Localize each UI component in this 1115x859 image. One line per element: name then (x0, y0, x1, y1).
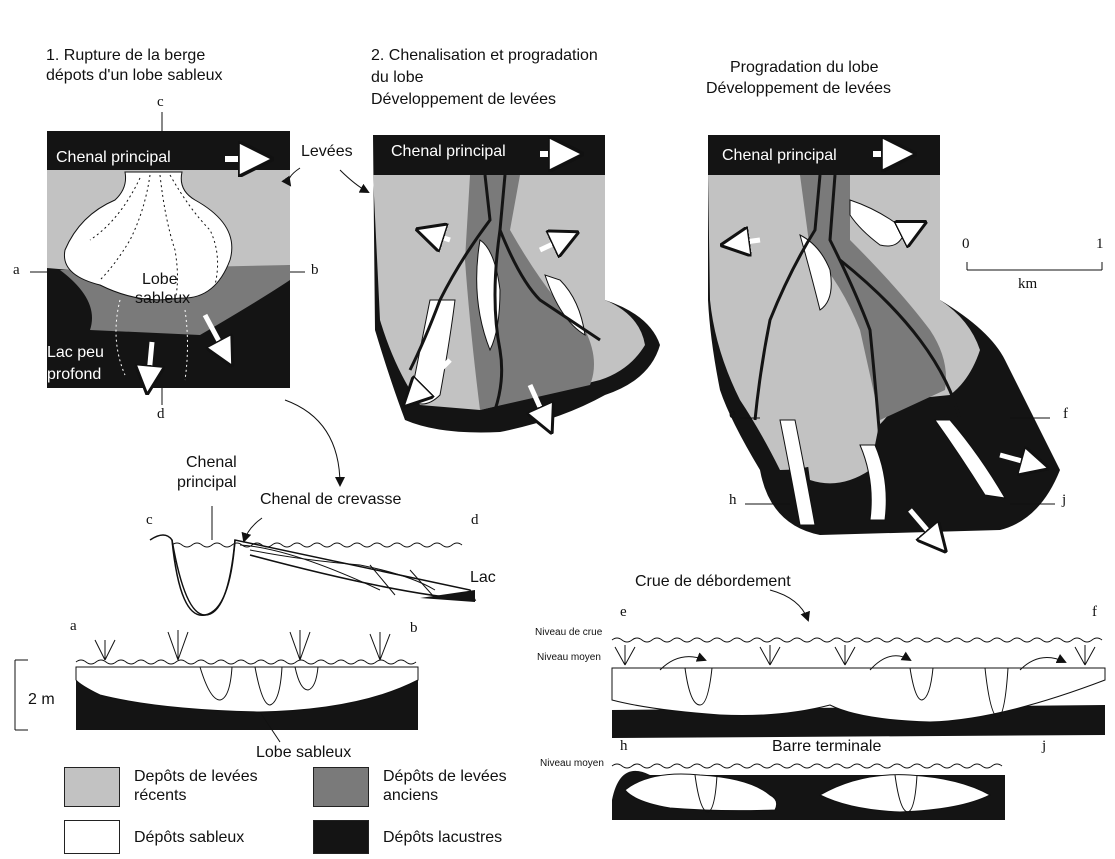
section-ab (15, 630, 418, 742)
section-cd-chenal-principal-line2: principal (177, 473, 237, 492)
panel1-title-line1: 1. Rupture de la berge (46, 46, 205, 65)
section-cd-chenal-principal-line1: Chenal (186, 453, 237, 472)
section-hj-letter-j: j (1042, 738, 1046, 755)
panel3-map (708, 135, 1060, 545)
section-ef-niveau-crue: Niveau de crue (535, 627, 602, 639)
section-hj-niveau-moyen: Niveau moyen (540, 758, 604, 770)
legend-item-recent-levees: Depôts de levées récents (64, 767, 258, 807)
panel1-title-line2: dépots d'un lobe sableux (46, 66, 223, 85)
section-ab-letter-a: a (70, 618, 77, 635)
section-ef-crue-label: Crue de débordement (635, 572, 791, 591)
section-letter-e-map: e (729, 406, 736, 423)
section-cd-letter-c: c (146, 512, 153, 529)
legend-recent-line1: Depôts de levées (134, 767, 258, 786)
section-cd-lac-label: Lac (470, 568, 496, 587)
legend-swatch-old-levees (313, 767, 369, 807)
legend-item-old-levees: Dépôts de levées anciens (313, 767, 507, 807)
section-ef-letter-f: f (1092, 604, 1097, 621)
panel1-lobe-label-line2: sableux (135, 289, 190, 308)
panel2-map (373, 135, 660, 433)
legend-old-line2: anciens (383, 786, 507, 805)
section-ab-lobe-label: Lobe sableux (256, 743, 351, 762)
section-ef (612, 590, 1105, 738)
section-letter-a-map: a (13, 262, 20, 279)
section-cd-letter-d: d (471, 512, 479, 529)
legend-swatch-lacustrine (313, 820, 369, 854)
section-ab-height-label: 2 m (28, 690, 55, 709)
panel3-title-line2: Développement de levées (706, 79, 891, 98)
panel1-lobe-label-line1: Lobe (142, 270, 178, 289)
panel1-lake-label-line2: profond (47, 365, 101, 384)
section-hj (612, 764, 1005, 820)
panel2-title-line1: 2. Chenalisation et progradation (371, 46, 598, 65)
section-ef-letter-e: e (620, 604, 627, 621)
panel2-title-line3: Développement de levées (371, 90, 556, 109)
section-hj-letter-h: h (620, 738, 628, 755)
scale-bar (967, 262, 1102, 270)
section-letter-h-map: h (729, 492, 737, 509)
legend-sand-line1: Dépôts sableux (134, 828, 244, 847)
legend-swatch-sand (64, 820, 120, 854)
section-ef-niveau-moyen: Niveau moyen (537, 652, 601, 664)
panel1-channel-label: Chenal principal (56, 148, 171, 167)
scale-unit: km (1018, 276, 1037, 293)
legend-lacustrine-line1: Dépôts lacustres (383, 828, 502, 847)
panel1-lake-label-line1: Lac peu (47, 343, 104, 362)
legend-item-lacustrine: Dépôts lacustres (313, 820, 502, 854)
scale-one: 1 (1096, 236, 1104, 253)
legend-recent-line2: récents (134, 786, 258, 805)
section-hj-barre-label: Barre terminale (772, 737, 881, 756)
scale-zero: 0 (962, 236, 970, 253)
section-cd-crevasse-label: Chenal de crevasse (260, 490, 401, 509)
section-letter-f-map: f (1063, 406, 1068, 423)
panel2-channel-label: Chenal principal (391, 142, 506, 161)
panel3-channel-label: Chenal principal (722, 146, 837, 165)
panel2-title-line2: du lobe (371, 68, 424, 87)
section-letter-b-map: b (311, 262, 319, 279)
levees-label: Levées (301, 142, 353, 161)
legend-swatch-recent-levees (64, 767, 120, 807)
section-letter-d-map: d (157, 406, 165, 423)
section-letter-c-map: c (157, 94, 164, 111)
panel3-title-line1: Progradation du lobe (730, 58, 879, 77)
section-cd (150, 506, 475, 615)
legend-item-sand: Dépôts sableux (64, 820, 244, 854)
section-ab-letter-b: b (410, 620, 418, 637)
legend-old-line1: Dépôts de levées (383, 767, 507, 786)
section-letter-j-map: j (1062, 492, 1066, 509)
